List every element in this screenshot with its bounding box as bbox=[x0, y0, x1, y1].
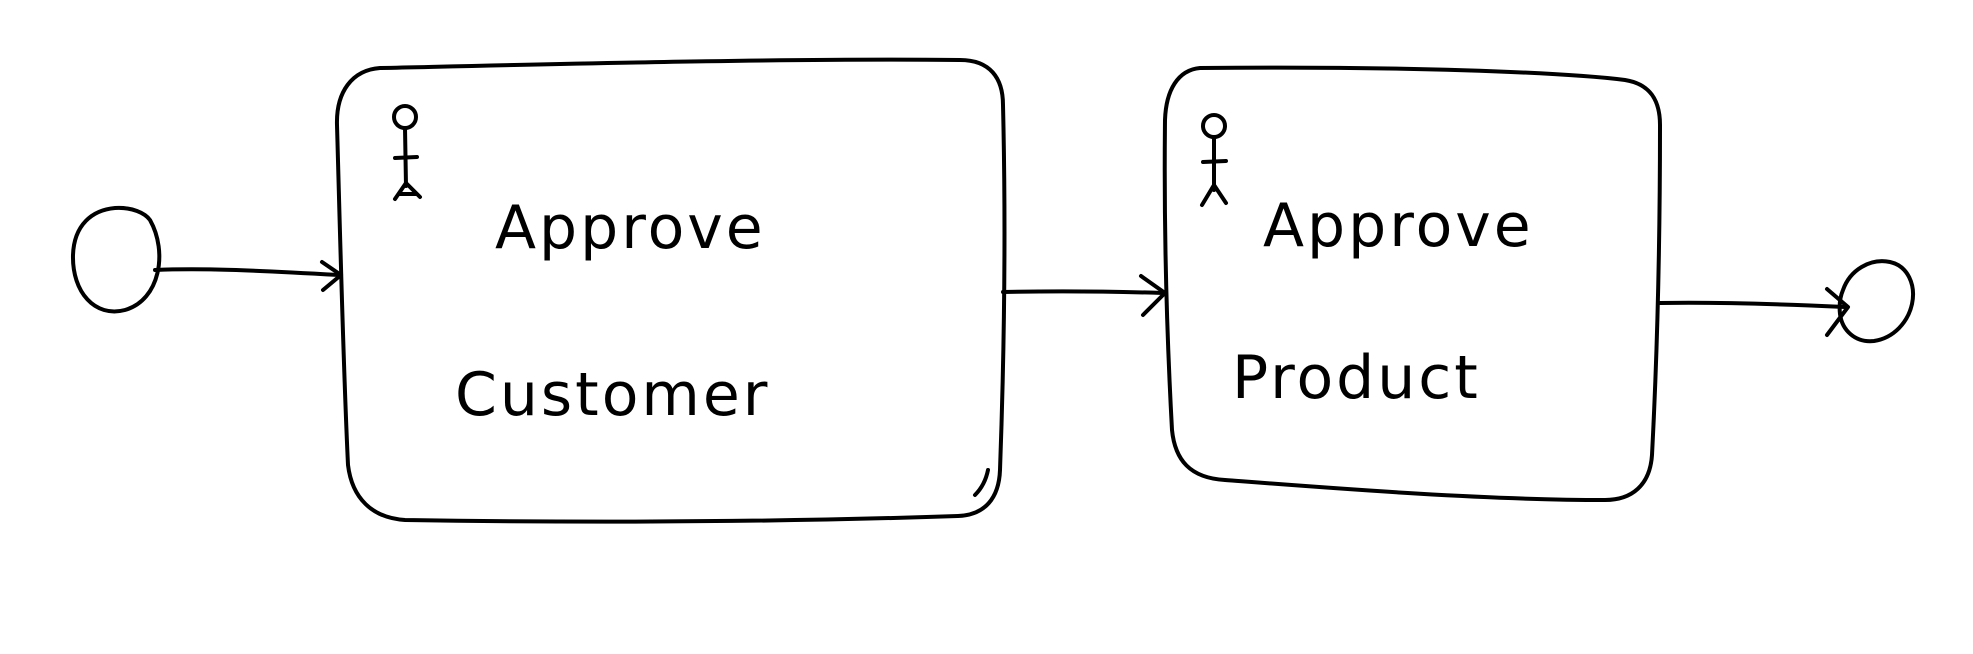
sequence-flow-customer-to-product[interactable] bbox=[1001, 274, 1167, 317]
task-label-line2: Product bbox=[1232, 343, 1481, 413]
task-label-line2: Customer bbox=[455, 360, 770, 430]
sequence-flow-product-to-end[interactable] bbox=[1658, 287, 1850, 337]
user-icon bbox=[1200, 113, 1228, 207]
task-approve-product[interactable]: Approve Product bbox=[1162, 65, 1662, 502]
start-event[interactable] bbox=[70, 205, 162, 314]
task-label-line1: Approve bbox=[495, 193, 766, 263]
task-label-line1: Approve bbox=[1263, 191, 1534, 261]
task-approve-customer[interactable]: Approve Customer bbox=[334, 57, 1007, 524]
sequence-flow-start-to-approve-customer[interactable] bbox=[153, 260, 343, 292]
arrowhead-icon bbox=[1825, 287, 1850, 337]
end-event[interactable] bbox=[1837, 259, 1915, 344]
user-icon bbox=[392, 104, 422, 201]
arrowhead-icon bbox=[1139, 274, 1167, 317]
